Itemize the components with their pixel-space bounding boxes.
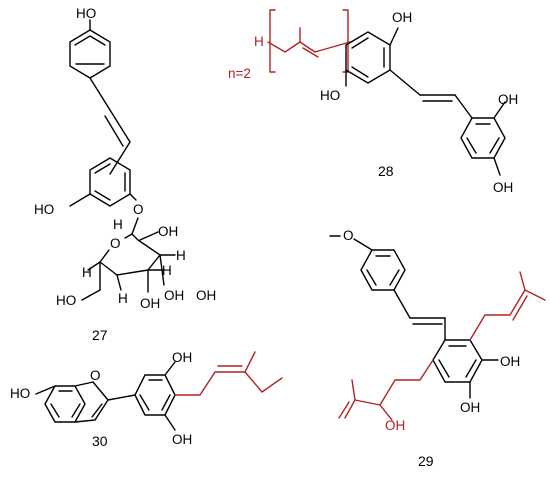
compound-30: HO O OH OH 30 — [10, 350, 283, 449]
c29-methoxy-o: O — [343, 228, 354, 243]
compound-29: O OH OH OH 29 — [329, 228, 546, 469]
c28-oh-a: OH — [392, 10, 412, 25]
c27-oh-top: HO — [76, 6, 96, 21]
c30-furan-ring — [74, 381, 109, 423]
c27-stilbene-bond — [109, 109, 131, 143]
c27-h4: H — [82, 265, 92, 280]
c27-oh5: OH — [196, 288, 216, 303]
c27-oh1: OH — [158, 224, 178, 239]
c28-isoprene-chain — [267, 41, 351, 53]
c30-ho: HO — [10, 386, 30, 401]
c30-furan-o: O — [90, 368, 101, 383]
c27-h2: H — [176, 248, 186, 263]
c27-ho-ch2: HO — [56, 293, 76, 308]
c28-oh-d: OH — [493, 180, 513, 195]
c30-oh-b: OH — [172, 432, 192, 447]
c30-prenyl-chain — [174, 371, 283, 396]
compound-27: HO HO O O H OH H H OH H H OH — [34, 6, 216, 343]
c27-h1: H — [113, 217, 123, 232]
compound-number-29: 29 — [418, 453, 434, 469]
c28-ho-b: HO — [320, 88, 340, 103]
c29-oh-red: OH — [385, 418, 405, 433]
compound-number-27: 27 — [92, 327, 108, 343]
c30-oh-a: OH — [172, 350, 192, 365]
c28-h-red: H — [254, 34, 264, 49]
c30-resorcinol-ring — [134, 374, 176, 416]
compound-number-28: 28 — [378, 163, 394, 179]
c27-oh-left: HO — [34, 202, 54, 217]
c27-resorcinol-ring — [89, 157, 131, 207]
c27-h3: H — [162, 263, 172, 278]
c27-oh3: OH — [164, 288, 184, 303]
c29-oh-a: OH — [500, 354, 520, 369]
c28-bracket-left — [269, 9, 276, 73]
c27-h5: H — [118, 291, 128, 306]
c28-n-eq: n=2 — [228, 66, 251, 81]
c27-ring-o: O — [110, 236, 121, 251]
c28-oh-c: OH — [498, 92, 518, 107]
compound-28: H n=2 OH HO OH OH 28 — [228, 9, 518, 195]
c27-oh4: OH — [140, 296, 160, 311]
c29-hydroxy-chain — [354, 359, 434, 406]
c27-phenol-ring — [69, 29, 111, 79]
c27-o-link: O — [133, 202, 144, 217]
c27-glucose-ring — [99, 233, 161, 276]
compound-number-30: 30 — [92, 433, 108, 449]
c29-prenyl-chain — [469, 289, 546, 341]
c29-oh-b: OH — [460, 400, 480, 415]
